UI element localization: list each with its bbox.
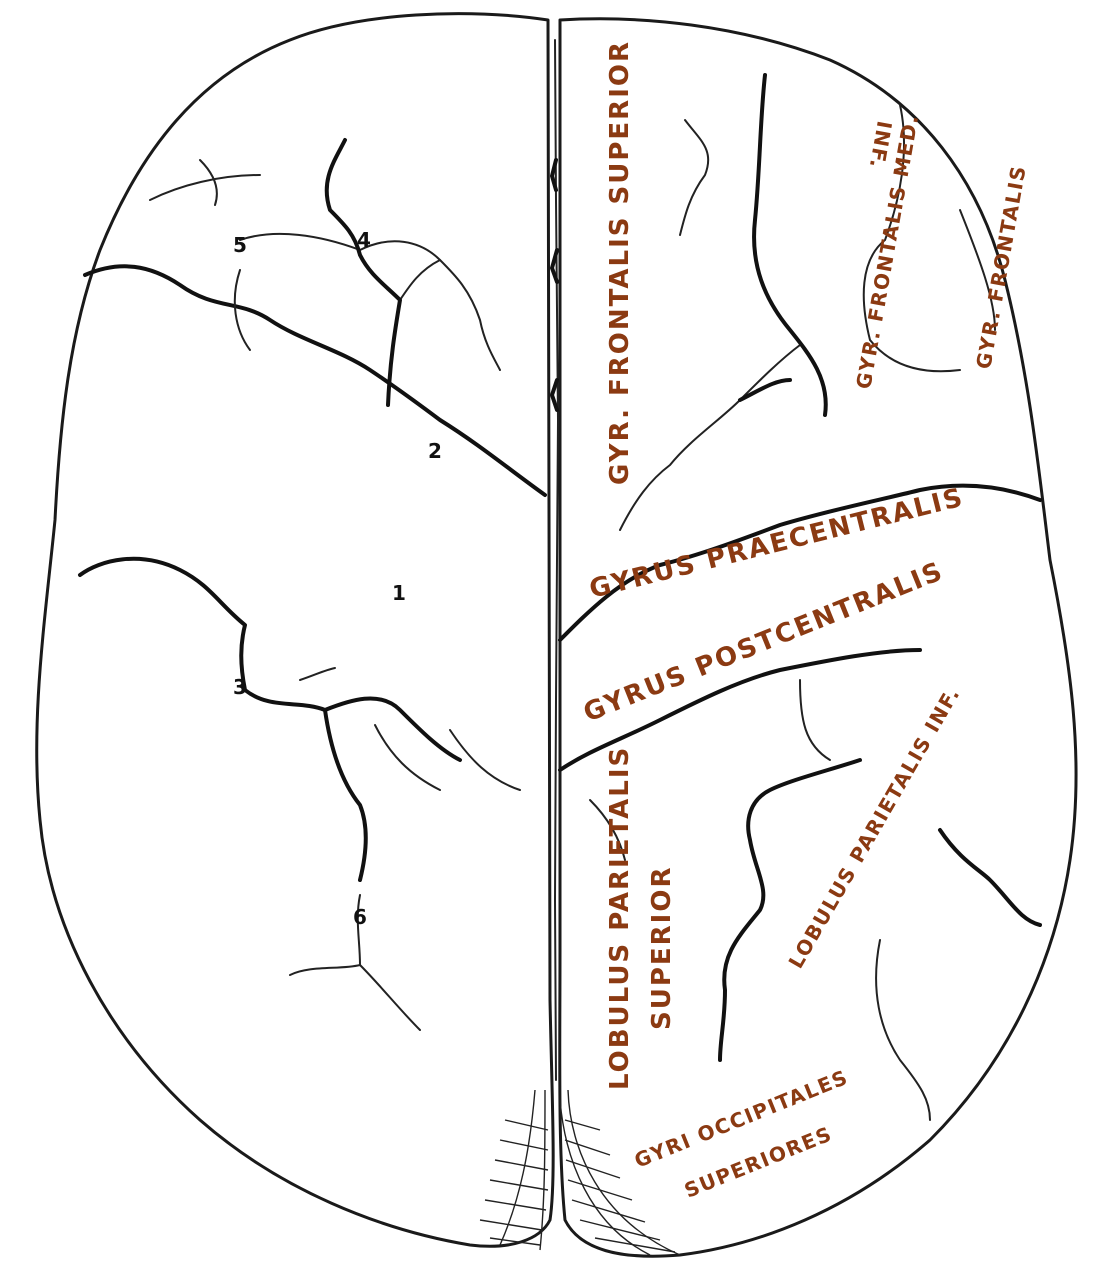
right-hemisphere-outline [560,19,1076,1256]
label-number-1: 1 [392,581,406,605]
label-number-2: 2 [428,439,442,463]
label-number-6: 6 [353,905,367,929]
label-lobulus-parietalis: LOBULUS PARIETALIS [605,746,635,1090]
label-number-3: 3 [233,675,247,699]
label-gyr-frontalis-superior: GYR. FRONTALIS SUPERIOR [605,40,635,485]
left-hemisphere-outline [37,14,553,1247]
label-superior: SUPERIOR [647,866,677,1030]
label-number-4: 4 [357,228,371,252]
label-number-5: 5 [233,233,247,257]
longitudinal-fissure [555,40,558,1080]
